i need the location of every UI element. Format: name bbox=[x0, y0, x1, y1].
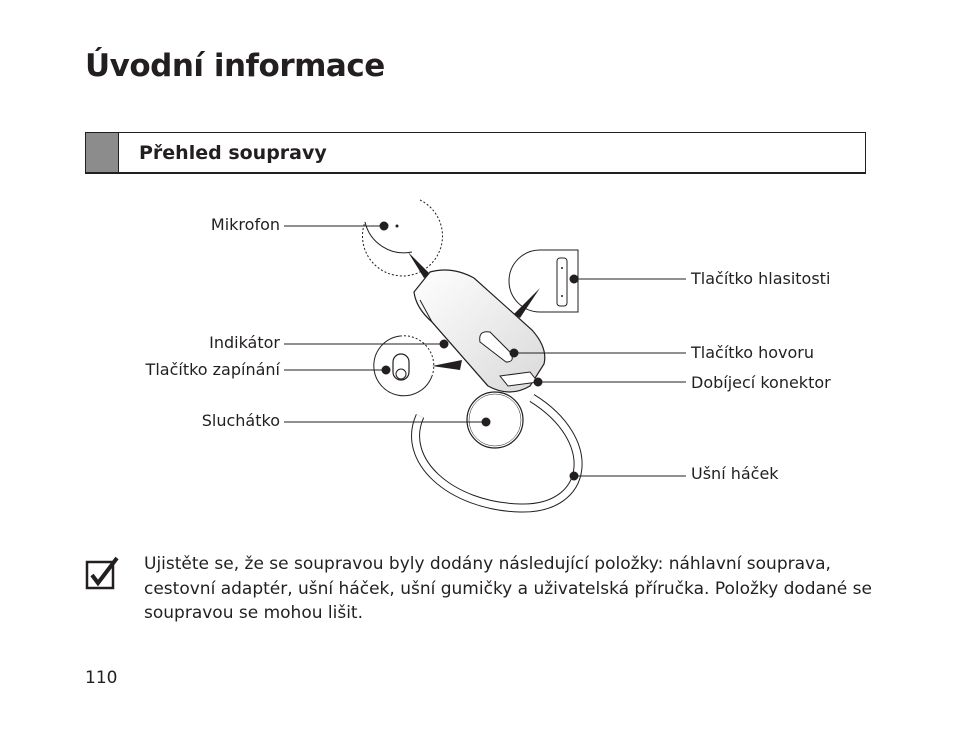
headset-illustration bbox=[284, 199, 686, 513]
label-volume-button: Tlačítko hlasitosti bbox=[691, 269, 831, 288]
microphone-zoom bbox=[362, 199, 443, 278]
headset-body bbox=[413, 269, 546, 449]
note-text: Ujistěte se, že se soupravou byly dodány… bbox=[144, 554, 872, 624]
label-power-button: Tlačítko zapínání bbox=[145, 360, 280, 379]
label-indicator: Indikátor bbox=[209, 333, 280, 352]
section-heading: Přehled soupravy bbox=[139, 142, 327, 164]
ear-hook bbox=[411, 394, 583, 513]
page-number: 110 bbox=[85, 668, 118, 688]
checkbox-check-icon bbox=[85, 556, 119, 590]
label-call-button: Tlačítko hovoru bbox=[691, 343, 815, 362]
leader-lines bbox=[284, 221, 686, 481]
headset-diagram: Mikrofon Indikátor Tlačítko zapínání Slu… bbox=[0, 190, 954, 520]
label-ear-hook: Ušní háček bbox=[691, 464, 779, 483]
volume-zoom bbox=[508, 249, 579, 318]
section-tab-marker bbox=[86, 133, 119, 172]
label-microphone: Mikrofon bbox=[210, 215, 280, 234]
section-header: Přehled soupravy bbox=[85, 132, 866, 174]
power-switch-zoom bbox=[373, 335, 462, 397]
label-charging-connector: Dobíjecí konektor bbox=[691, 373, 831, 392]
page-title: Úvodní informace bbox=[85, 48, 385, 84]
label-speaker: Sluchátko bbox=[201, 411, 280, 430]
